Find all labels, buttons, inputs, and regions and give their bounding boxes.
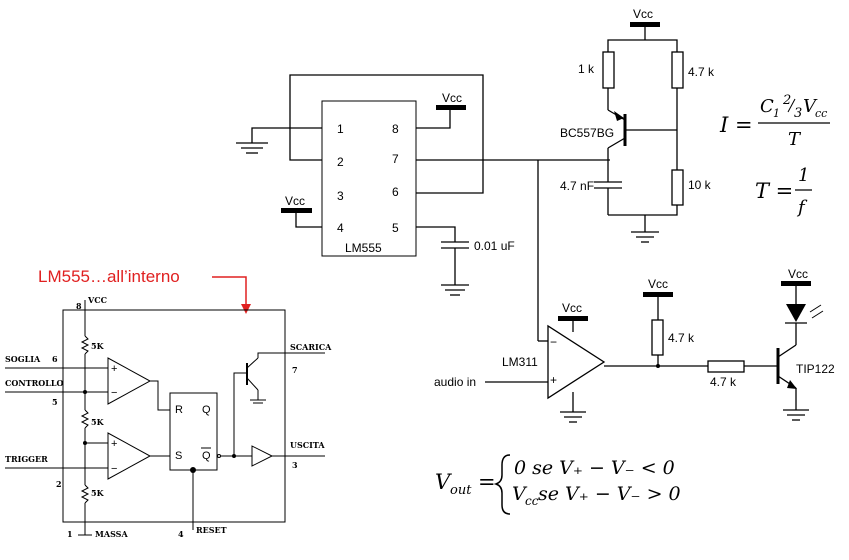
- int-reset: RESET: [196, 525, 227, 535]
- eq-t-den: f: [796, 197, 808, 218]
- vcc-label-pin8: Vcc: [442, 91, 462, 105]
- int-pin2: 2: [56, 479, 62, 489]
- eq-i-den: T: [788, 129, 802, 150]
- pin-label-7: 7: [392, 152, 399, 166]
- int-pin1: 1: [67, 529, 73, 539]
- equation-current: I = C 1 2 3 V cc T: [719, 93, 830, 150]
- c001-label: 0.01 uF: [474, 239, 515, 253]
- eq-i-c: C: [760, 96, 774, 117]
- int-pin6: 6: [52, 354, 58, 364]
- int-c2-plus: +: [111, 438, 117, 450]
- int-ff-s: S: [175, 450, 182, 462]
- lm555-label: LM555: [345, 241, 382, 255]
- eq-vout-v: V: [435, 470, 452, 494]
- eq-i-lhs: I =: [719, 113, 753, 137]
- int-trigger: TRIGGER: [5, 454, 48, 464]
- int-r5k-3: 5K: [91, 488, 105, 498]
- int-controllo: CONTROLLO: [5, 378, 63, 388]
- vcc-label-comparator: Vcc: [562, 301, 582, 315]
- c47nf-label: 4.7 nF: [560, 179, 594, 193]
- eq-i-frac-n: 2: [782, 93, 791, 108]
- eq-case1: 0 se V₊ − V₋ < 0: [514, 457, 675, 479]
- int-c1-minus: −: [111, 387, 117, 399]
- lm311-label: LM311: [502, 355, 538, 369]
- int-c2-minus: −: [111, 463, 117, 475]
- annotation-text: LM555…all’interno: [38, 267, 180, 286]
- r47k-base-label: 4.7 k: [710, 375, 737, 389]
- wire-pin2-pin6: [289, 74, 484, 194]
- r47k-top-label: 4.7 k: [688, 65, 715, 79]
- int-ff-qbar: Q: [202, 450, 211, 462]
- eq-t-lhs: T =: [755, 179, 793, 203]
- eq-i-c-sub: 1: [773, 107, 780, 120]
- eq-i-v: V: [803, 96, 818, 117]
- vcc-label-pin4: Vcc: [285, 194, 305, 208]
- vcc-label-top: Vcc: [633, 7, 653, 21]
- int-uscita: USCITA: [290, 440, 325, 450]
- int-massa: MASSA: [95, 529, 128, 539]
- eq-case2-sub: cc: [525, 494, 539, 508]
- int-r5k-1: 5K: [91, 341, 105, 351]
- equation-period: T = 1 f: [755, 165, 812, 218]
- equation-vout: V out = 0 se V₊ − V₋ < 0 V cc se V₊ − V₋…: [435, 454, 681, 515]
- eq-vout-sub: out: [450, 483, 472, 498]
- comparator-lm311: Vcc − + LM311 audio in Vcc 4.7 k 4.7 k: [434, 277, 777, 423]
- int-ff-q: Q: [202, 404, 211, 416]
- pin8-vcc: Vcc: [416, 91, 466, 129]
- eq-vout-eq: =: [478, 470, 496, 494]
- lm555-internal: 8 VCC 5K 5K 5K 1 MASSA + − SOGLIA 6 CONT…: [5, 295, 332, 539]
- vcc-label-pullup: Vcc: [648, 277, 668, 291]
- r1k-label: 1 k: [578, 62, 595, 76]
- tip122-label: TIP122: [796, 362, 835, 376]
- eq-i-frac-d: 3: [794, 106, 802, 121]
- current-source: Vcc 1 k 4.7 k BC557BG 4.7 nF 10 k: [560, 7, 715, 243]
- int-pin4: 4: [178, 529, 184, 539]
- lm555-chip: 1 2 3 4 5 6 7 8 LM555: [321, 100, 417, 257]
- int-soglia: SOGLIA: [5, 354, 41, 364]
- eq-i-vsub: cc: [815, 107, 827, 120]
- pnp-label: BC557BG: [560, 126, 614, 140]
- int-pin3: 3: [292, 460, 298, 470]
- audio-in-label: audio in: [434, 375, 476, 389]
- comp-minus-sign: −: [550, 335, 557, 349]
- pin-label-8: 8: [392, 122, 399, 136]
- comp-plus-sign: +: [550, 373, 557, 387]
- annotation-arrow: LM555…all’interno: [38, 267, 251, 314]
- int-ff-r: R: [175, 404, 183, 416]
- pin-label-6: 6: [392, 185, 399, 199]
- int-c1-plus: +: [111, 363, 117, 375]
- r10k-label: 10 k: [688, 178, 712, 192]
- int-scarica: SCARICA: [290, 342, 332, 352]
- capacitor-001uf: 0.01 uF: [416, 226, 515, 296]
- pin4-vcc: Vcc: [281, 194, 322, 228]
- int-r5k-2: 5K: [91, 417, 105, 427]
- driver-tip122: Vcc TIP122: [776, 267, 835, 421]
- eq-case2-rest: se V₊ − V₋ > 0: [538, 483, 681, 505]
- int-pin5: 5: [52, 397, 58, 407]
- pin-label-4: 4: [337, 221, 344, 235]
- eq-t-num: 1: [798, 165, 809, 186]
- pin-label-3: 3: [337, 189, 344, 203]
- eq-case2-v: V: [512, 483, 528, 505]
- int-vcc: VCC: [87, 295, 107, 305]
- int-pin8: 8: [76, 301, 82, 311]
- pin-label-5: 5: [392, 221, 399, 235]
- r47k-pullup-label: 4.7 k: [668, 331, 695, 345]
- int-pin7: 7: [292, 365, 298, 375]
- pin-label-1: 1: [337, 122, 344, 136]
- vcc-label-led: Vcc: [788, 267, 808, 281]
- pin-label-2: 2: [337, 155, 344, 169]
- pin1-ground: [236, 127, 322, 154]
